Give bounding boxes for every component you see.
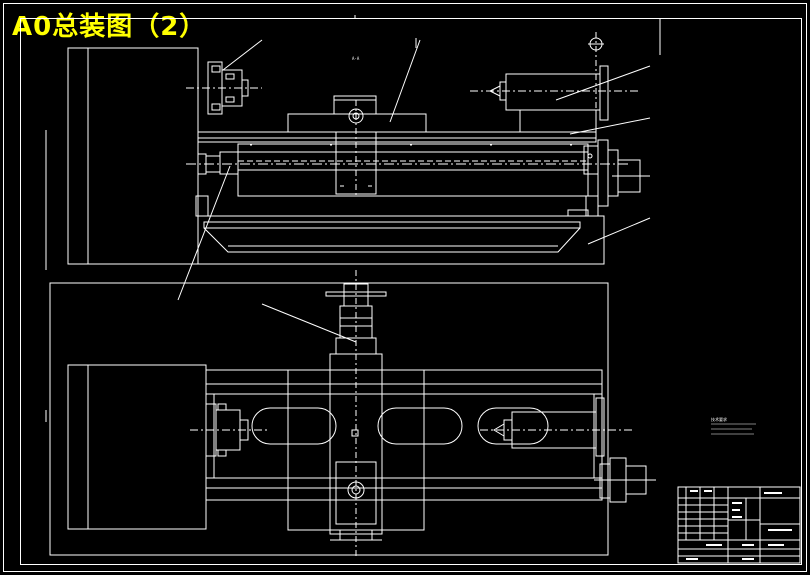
leader-lines-front	[177, 39, 651, 301]
outer-border	[3, 3, 807, 572]
top-view	[49, 270, 656, 556]
section-label: A-A	[352, 56, 360, 61]
technical-notes-heading: 技术要求	[711, 417, 727, 422]
title-block	[677, 486, 801, 564]
inner-border	[20, 18, 802, 565]
front-view	[67, 32, 650, 265]
